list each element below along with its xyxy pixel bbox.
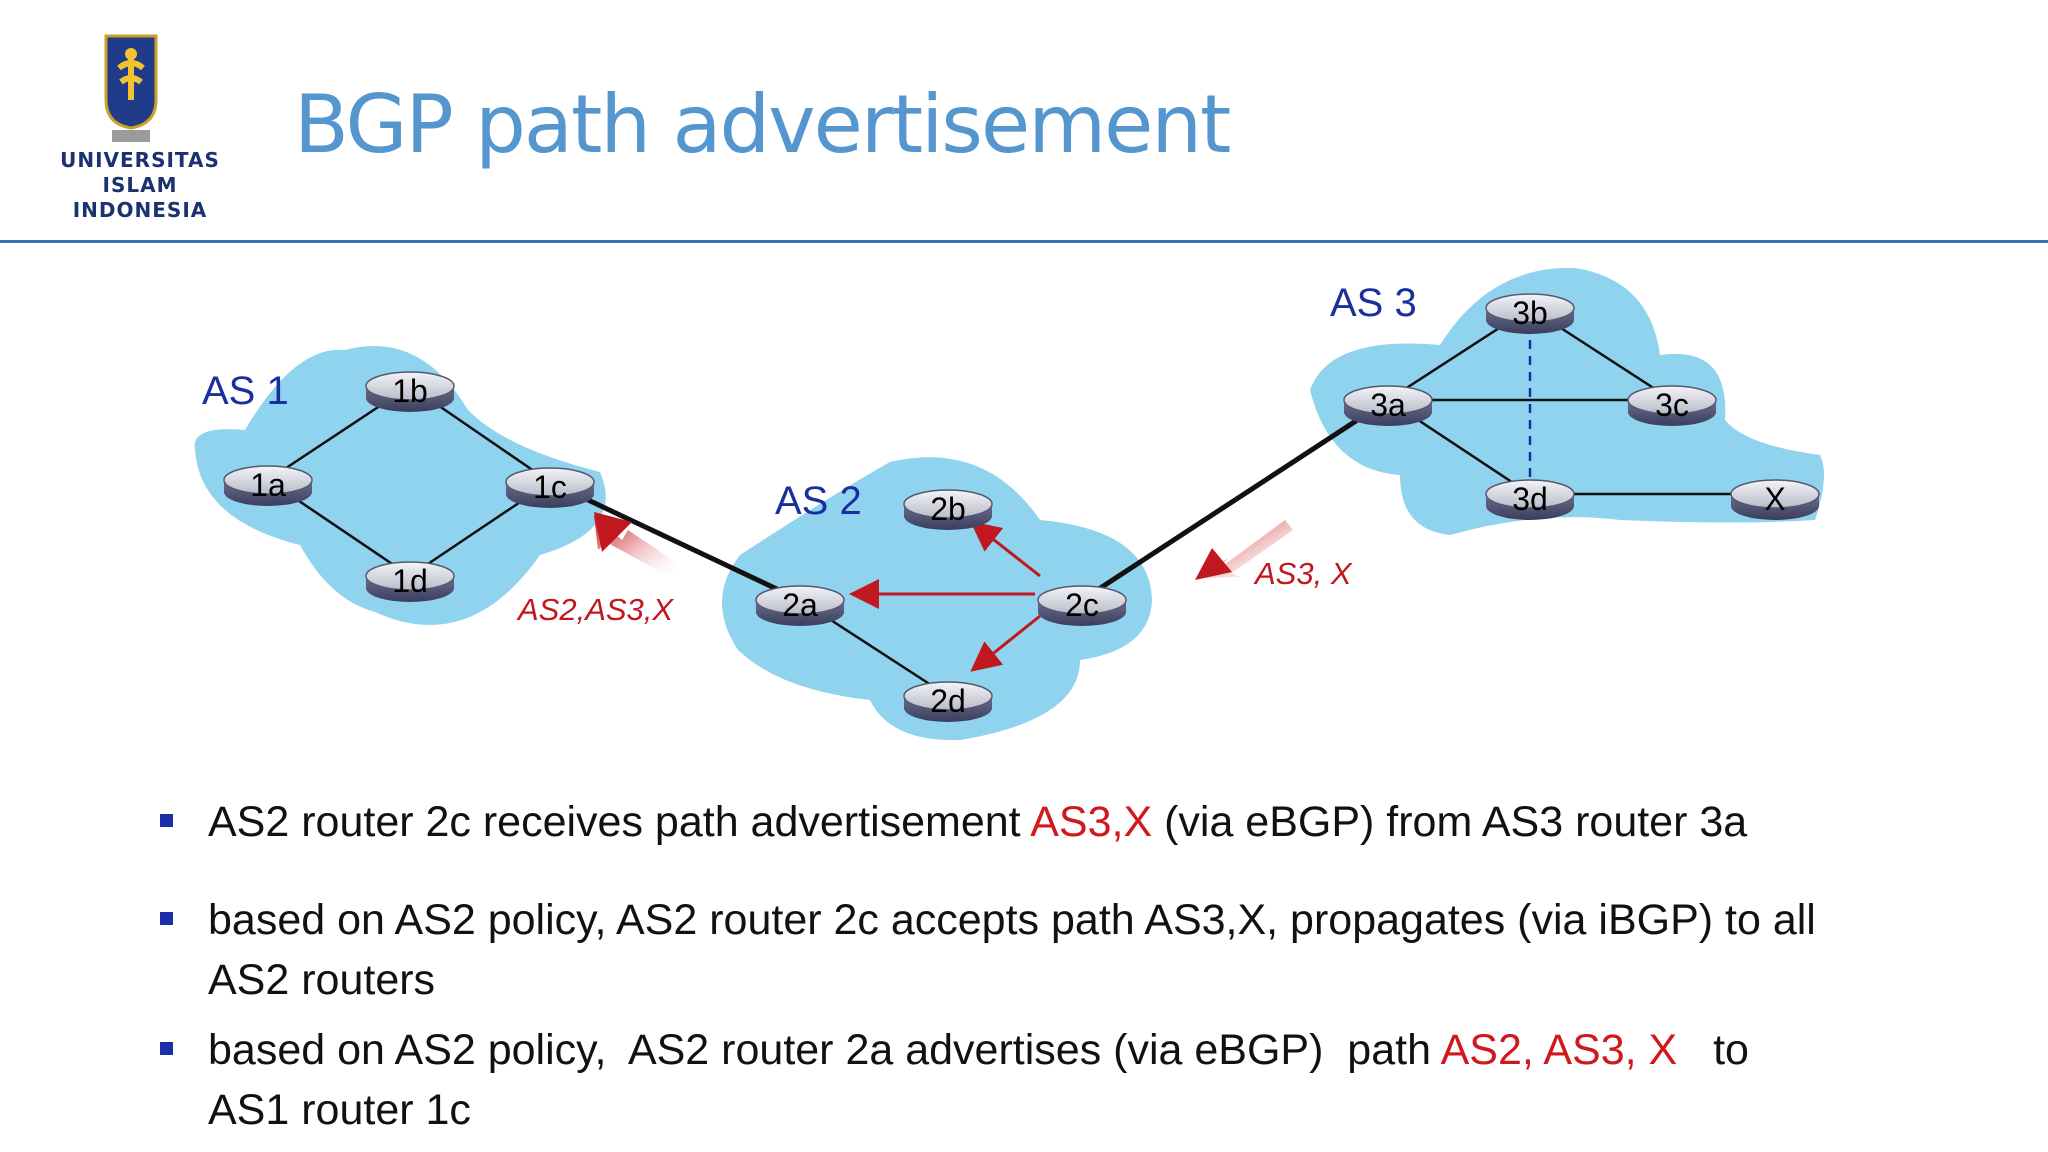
bgp-network-diagram: AS 1 AS 2 AS 3 AS3, X AS2,AS3,X 1a 1b 1c… xyxy=(194,267,1824,741)
bullet-text: AS1 router 1c xyxy=(208,1086,471,1134)
bullet-text: AS2 router 2c receives path advertisemen… xyxy=(208,798,1031,846)
router-3d: 3d xyxy=(1485,479,1575,520)
router-3b: 3b xyxy=(1485,293,1575,334)
as-label-1: AS 1 xyxy=(202,369,289,413)
advertisement-label-as3: AS3, X xyxy=(1253,556,1353,591)
bullet-line: based on AS2 policy, AS2 router 2a adver… xyxy=(208,1020,2000,1080)
as1-cloud xyxy=(194,346,606,625)
router-1c: 1c xyxy=(505,467,595,508)
router-label: 2b xyxy=(930,491,966,527)
ibgp-propagation-arrows xyxy=(849,521,1041,672)
logo-line: ISLAM xyxy=(102,173,178,197)
as-label-2: AS 2 xyxy=(775,479,862,523)
bullet-text: AS2 routers xyxy=(208,956,436,1004)
router-2d: 2d xyxy=(903,681,993,722)
router-label: X xyxy=(1764,481,1785,517)
router-label: 3c xyxy=(1655,387,1689,423)
router-3c: 3c xyxy=(1627,385,1717,426)
router-2c: 2c xyxy=(1037,585,1127,626)
bullet-text: (via eBGP) from AS3 router 3a xyxy=(1152,798,1748,846)
arrow-2c-to-2d xyxy=(970,614,1041,672)
router-label: 2a xyxy=(782,587,818,623)
title-divider xyxy=(0,240,2048,243)
university-logo xyxy=(104,34,158,142)
routers: 1a 1b 1c 1d 2a 2b 2c xyxy=(223,293,1820,722)
router-1d: 1d xyxy=(365,561,455,602)
link-2c-3a-ebgp xyxy=(1080,397,1390,603)
router-1a: 1a xyxy=(223,465,313,506)
bullet-row: AS2 router 2c receives path advertisemen… xyxy=(160,792,2000,852)
bullet-list-item: based on AS2 policy, AS2 router 2c accep… xyxy=(160,890,2000,1010)
router-label: 3b xyxy=(1512,295,1548,331)
bullet-highlight: AS3,X xyxy=(1030,798,1153,846)
router-2a: 2a xyxy=(755,585,845,626)
router-label: 1b xyxy=(392,373,428,409)
as-label-3: AS 3 xyxy=(1330,281,1417,325)
advertisement-arrow-as3 xyxy=(1195,520,1293,580)
router-label: 3d xyxy=(1512,481,1548,517)
router-1b: 1b xyxy=(365,371,455,412)
logo-line: UNIVERSITAS xyxy=(60,148,220,172)
bullet-list-item: based on AS2 policy, AS2 router 2a adver… xyxy=(160,1020,2000,1140)
link-1c-2a-ebgp xyxy=(548,479,802,603)
slide-title: BGP path advertisement xyxy=(294,78,1231,171)
router-3a: 3a xyxy=(1343,385,1433,426)
router-label: 1d xyxy=(392,563,428,599)
router-label: 2c xyxy=(1065,587,1099,623)
bullet-square-icon xyxy=(160,1042,173,1055)
router-label: 3a xyxy=(1370,387,1406,423)
bullet-highlight: AS2, AS3, X xyxy=(1440,1026,1678,1074)
bullet-square-icon xyxy=(160,912,173,925)
logo-line: INDONESIA xyxy=(72,198,208,222)
bullet-text: based on AS2 policy, AS2 router 2a adver… xyxy=(208,1026,1441,1074)
bullet-row: based on AS2 policy, AS2 router 2a adver… xyxy=(160,1020,2000,1140)
router-label: 1c xyxy=(533,469,567,505)
as2-cloud xyxy=(721,457,1152,741)
shield-emblem xyxy=(104,34,158,142)
router-2b: 2b xyxy=(903,489,993,530)
advertisement-label-as2: AS2,AS3,X xyxy=(516,592,674,627)
router-X: X xyxy=(1730,479,1820,520)
bullet-list-item: AS2 router 2c receives path advertisemen… xyxy=(160,792,2000,852)
bullet-text: based on AS2 policy, AS2 router 2c accep… xyxy=(208,896,1816,944)
logo-text: UNIVERSITAS ISLAM INDONESIA xyxy=(40,148,240,223)
bullet-text: to xyxy=(1677,1026,1749,1074)
bullet-row: based on AS2 policy, AS2 router 2c accep… xyxy=(160,890,2000,1010)
advertisement-arrow-as2 xyxy=(594,512,680,578)
as3-cloud xyxy=(1310,267,1824,535)
arrow-2c-to-2b xyxy=(970,521,1041,578)
router-label: 1a xyxy=(250,467,286,503)
router-label: 2d xyxy=(930,683,966,719)
bullet-square-icon xyxy=(160,814,173,827)
